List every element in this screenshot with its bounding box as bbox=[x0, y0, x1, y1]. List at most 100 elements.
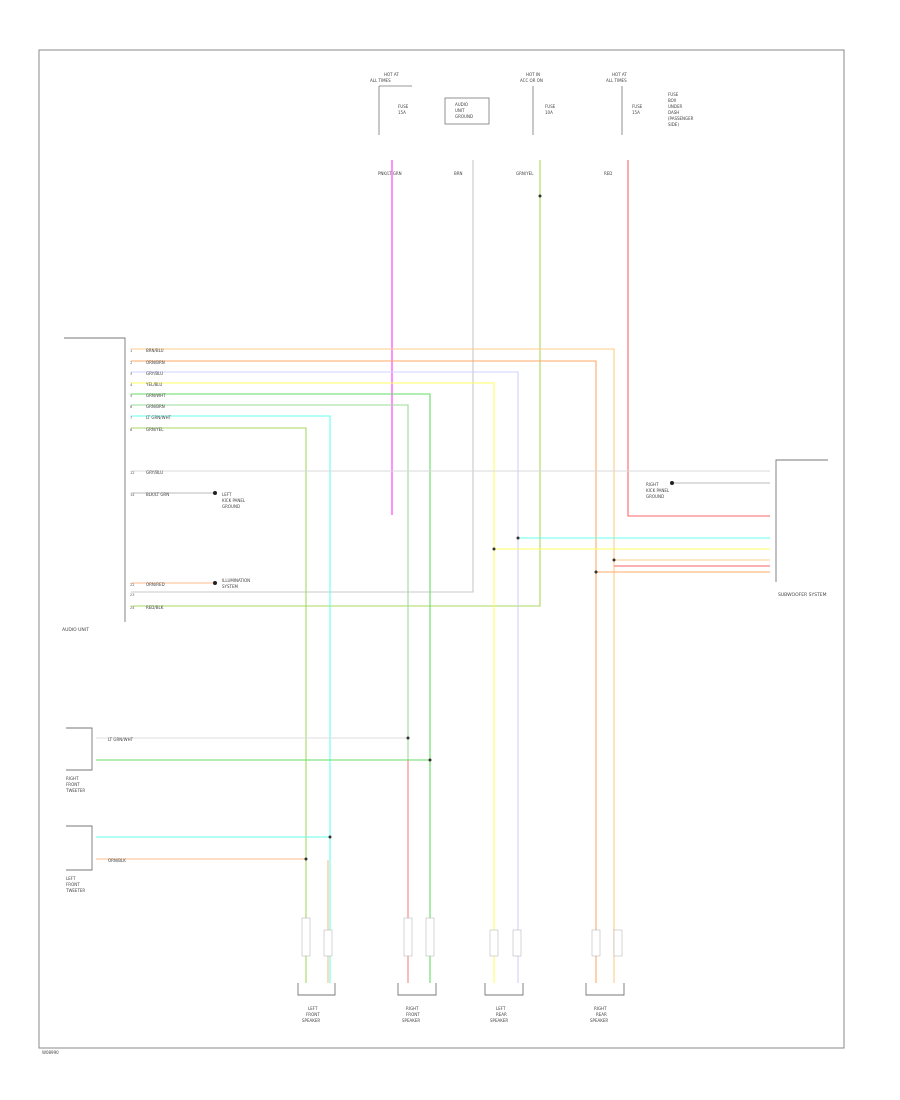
source-1-fuse-2: 15A bbox=[398, 110, 406, 115]
outer-frame bbox=[38, 49, 845, 1049]
lft-label-2: FRONT bbox=[66, 882, 80, 887]
speaker-2-label-1: RIGHT bbox=[406, 1006, 419, 1011]
wire-w12-label: RED/BLK bbox=[146, 605, 164, 610]
left-front-tweeter: LEFT FRONT TWEETER bbox=[65, 825, 93, 893]
svg-text:5: 5 bbox=[130, 394, 132, 398]
svg-text:3: 3 bbox=[130, 372, 132, 376]
speaker-2-label-2: FRONT bbox=[406, 1012, 420, 1017]
wire-w4-label: YEL/BLU bbox=[145, 382, 162, 387]
svg-text:24: 24 bbox=[130, 606, 135, 610]
wire-w3-label: GRY/BLU bbox=[146, 371, 163, 376]
source-3-fuse-2: 10A bbox=[545, 110, 553, 115]
wire-grn-yel-main bbox=[131, 160, 541, 607]
wire-w7-label: LT GRN/WHT bbox=[146, 415, 172, 420]
svg-text:12: 12 bbox=[130, 471, 134, 475]
svg-text:6: 6 bbox=[130, 405, 132, 409]
speaker-3-label-1: LEFT bbox=[496, 1006, 506, 1011]
source-4-fuse-1: FUSE bbox=[632, 104, 643, 109]
note-ground-right-2: KICK PANEL bbox=[646, 488, 670, 493]
wire-labels: BRN/BLU ORN/BRN GRY/BLU YEL/BLU GRN/WHT … bbox=[108, 348, 172, 863]
source-4-note-6: SIDE) bbox=[668, 122, 679, 127]
source-2-box bbox=[444, 97, 490, 125]
wire-w5 bbox=[131, 393, 431, 983]
lft-label-1: LEFT bbox=[66, 876, 76, 881]
source-3-wire-label: GRN/YEL bbox=[516, 171, 534, 176]
source-4-fuse-2: 15A bbox=[632, 110, 640, 115]
lft-label-3: TWEETER bbox=[65, 888, 85, 893]
wire-w2 bbox=[131, 360, 597, 983]
wire-w6 bbox=[131, 404, 409, 983]
speaker-3-label-2: REAR bbox=[496, 1012, 507, 1017]
source-1: HOT AT ALL TIMES FUSE 15A PNK/LT GRN bbox=[370, 72, 412, 176]
source-4-note-4: DASH bbox=[668, 110, 679, 115]
source-4: HOT AT ALL TIMES FUSE 15A FUSE BOX UNDER… bbox=[604, 72, 694, 176]
right-front-tweeter: RIGHT FRONT TWEETER bbox=[65, 727, 93, 793]
wire-w8 bbox=[131, 427, 307, 983]
source-2-label-1: AUDIO bbox=[455, 102, 468, 107]
wire-red-main bbox=[627, 160, 770, 517]
wire-w4 bbox=[131, 382, 495, 983]
speaker-3-label-3: SPEAKER bbox=[490, 1018, 508, 1023]
source-2: AUDIO UNIT GROUND BRN bbox=[444, 97, 490, 176]
speaker-4-label-2: REAR bbox=[596, 1012, 607, 1017]
wire-w10-label: BLK/LT GRN bbox=[146, 492, 169, 497]
svg-text:4: 4 bbox=[130, 383, 133, 387]
svg-text:23: 23 bbox=[130, 593, 134, 597]
note-ground-left-2: KICK PANEL bbox=[222, 498, 246, 503]
svg-text:1: 1 bbox=[130, 349, 132, 353]
wire-w9-label: GRY/BLU bbox=[146, 470, 163, 475]
source-1-label-2: ALL TIMES bbox=[370, 78, 391, 83]
source-4-note-2: BOX bbox=[668, 98, 677, 103]
source-2-label-3: GROUND bbox=[455, 114, 473, 119]
side-notes: LEFT KICK PANEL GROUND ILLUMINATION SYST… bbox=[222, 482, 670, 589]
wire-w1-label: BRN/BLU bbox=[146, 348, 164, 353]
subwoofer-label: SUBWOOFER SYSTEM bbox=[778, 592, 827, 598]
note-illum-1: ILLUMINATION bbox=[222, 578, 250, 583]
wire-w3 bbox=[131, 371, 519, 983]
svg-text:2: 2 bbox=[130, 361, 132, 365]
source-2-wire-label: BRN bbox=[454, 171, 463, 176]
speaker-4: RIGHT REAR SPEAKER bbox=[585, 929, 625, 1023]
wire-brn-ground bbox=[131, 160, 474, 593]
svg-text:22: 22 bbox=[130, 583, 134, 587]
wire-group bbox=[96, 160, 770, 983]
source-4-label-1: HOT AT bbox=[612, 72, 627, 77]
source-1-fuse-1: FUSE bbox=[398, 104, 409, 109]
source-3-fuse-1: FUSE bbox=[545, 104, 556, 109]
source-3: HOT IN ACC OR ON FUSE 10A GRN/YEL bbox=[516, 72, 556, 176]
wire-w8-label: GRN/YEL bbox=[146, 427, 164, 432]
source-4-note-1: FUSE bbox=[668, 92, 679, 97]
source-4-wire-label: RED bbox=[604, 171, 612, 176]
note-ground-right-3: GROUND bbox=[646, 494, 664, 499]
source-3-label-2: ACC OR ON bbox=[520, 78, 543, 83]
wire-w14-label: ORN/BLK bbox=[108, 858, 126, 863]
audio-unit: AUDIO UNIT 1 2 3 4 5 6 7 8 12 14 22 23 2… bbox=[62, 337, 135, 633]
audio-unit-label: AUDIO UNIT bbox=[62, 627, 89, 633]
svg-text:14: 14 bbox=[130, 493, 135, 497]
subwoofer-system: SUBWOOFER SYSTEM bbox=[775, 459, 828, 598]
wire-w11-label: ORN/RED bbox=[146, 582, 165, 587]
speaker-1: LEFT FRONT SPEAKER bbox=[297, 917, 336, 1023]
speaker-1-label-1: LEFT bbox=[308, 1006, 318, 1011]
note-ground-left-3: GROUND bbox=[222, 504, 240, 509]
note-ground-left-1: LEFT bbox=[222, 492, 232, 497]
speaker-2: RIGHT FRONT SPEAKER bbox=[397, 917, 437, 1023]
speaker-1-label-2: FRONT bbox=[306, 1012, 320, 1017]
source-2-label-2: UNIT bbox=[455, 108, 465, 113]
rft-label-3: TWEETER bbox=[65, 788, 85, 793]
footer-code: W08990 bbox=[42, 1050, 59, 1055]
wire-w13-label: LT GRN/WHT bbox=[108, 737, 134, 742]
speaker-2-label-3: SPEAKER bbox=[402, 1018, 420, 1023]
wire-w5-label: GRN/WHT bbox=[146, 393, 166, 398]
rft-label-1: RIGHT bbox=[66, 776, 79, 781]
note-illum-2: SYSTEM bbox=[222, 584, 238, 589]
speaker-4-label-1: RIGHT bbox=[594, 1006, 607, 1011]
wire-w7 bbox=[131, 415, 331, 983]
speaker-1-label-3: SPEAKER bbox=[302, 1018, 320, 1023]
speaker-3: LEFT REAR SPEAKER bbox=[484, 929, 524, 1023]
wire-w1 bbox=[131, 348, 615, 983]
source-1-wire-label: PNK/LT GRN bbox=[378, 171, 402, 176]
source-4-note-5: (PASSENGER bbox=[668, 116, 694, 121]
